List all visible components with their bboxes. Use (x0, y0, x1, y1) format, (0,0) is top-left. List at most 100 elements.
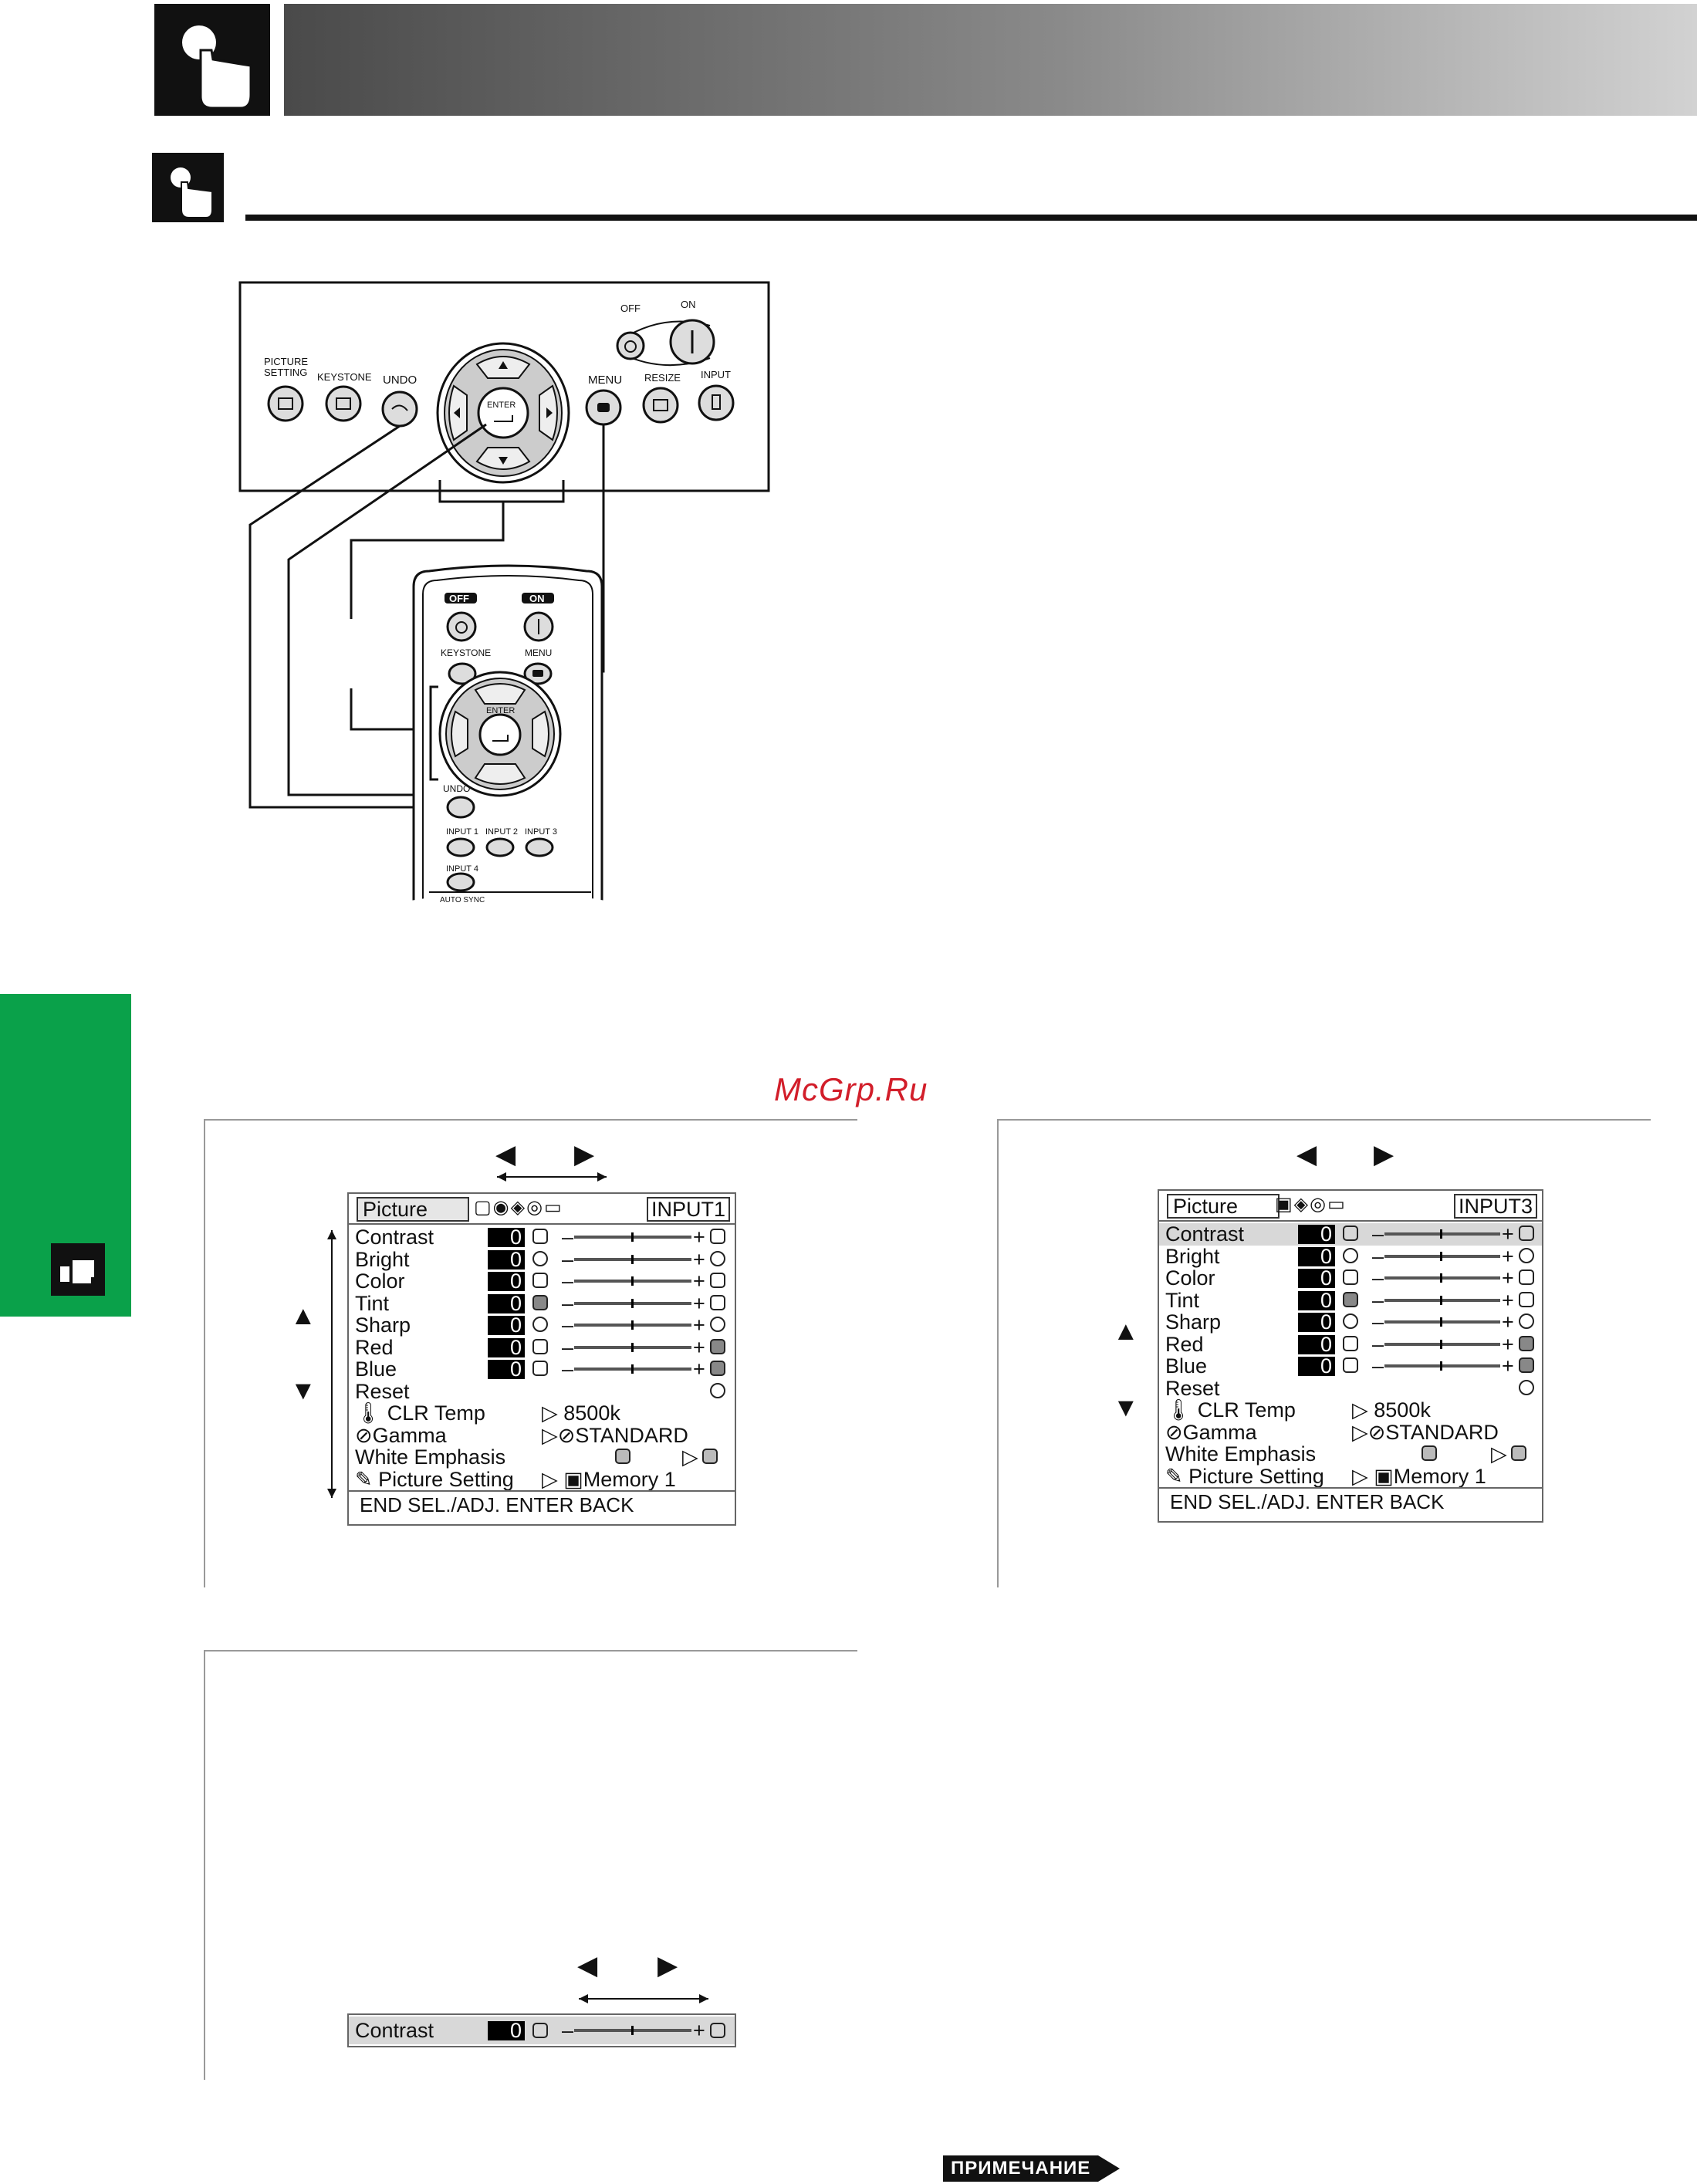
figure-frame-2 (997, 1119, 1651, 1587)
menu-button[interactable] (585, 389, 622, 426)
menu-row-white-emphasis[interactable]: White Emphasis▷ (349, 1446, 735, 1469)
remote-menu-button[interactable] (523, 662, 553, 685)
remote-label-keystone: KEYSTONE (441, 647, 492, 658)
remote-off-button[interactable] (446, 611, 477, 642)
menu-row-reset[interactable]: Reset (349, 1380, 735, 1403)
side-tab (0, 994, 131, 1317)
thermometer-icon: 🌡 (1165, 1398, 1192, 1422)
remote-on-button[interactable] (523, 611, 554, 642)
right-arrow-3: ▶ (658, 1951, 678, 1980)
remote-label-input3: INPUT 3 (525, 827, 557, 837)
remote-input2-button[interactable] (485, 837, 515, 857)
dpad-down-button[interactable] (475, 447, 531, 470)
on-button[interactable] (669, 319, 715, 365)
menu-row-clr-temp[interactable]: 🌡 CLR Temp▷ 8500k (355, 1401, 620, 1425)
dpad-up-button[interactable] (475, 356, 531, 379)
menu-footer: END SEL./ADJ. ENTER BACK (1159, 1487, 1542, 1515)
horizontal-double-arrow-3 (579, 1994, 708, 2003)
remote-label-on: ON (529, 593, 545, 604)
remote-dpad[interactable] (451, 683, 549, 785)
remote-input1-button[interactable] (446, 837, 475, 857)
memory-icon: ▣ (563, 1467, 583, 1491)
note-label: ПРИМЕЧАНИЕ (943, 2155, 1121, 2182)
menu-tab-icons[interactable]: ▢◉◈◎▭ (474, 1197, 563, 1218)
vertical-double-arrow-1 (327, 1230, 336, 1498)
remote-label-input4: INPUT 4 (446, 864, 478, 874)
remote-label-input2: INPUT 2 (485, 827, 518, 837)
thermometer-icon: 🌡 (355, 1401, 382, 1425)
label-resize: RESIZE (644, 372, 681, 384)
watermark: McGrp.Ru (774, 1071, 928, 1107)
gamma-icon: ⊘ (1165, 1420, 1183, 1444)
label-on: ON (681, 299, 696, 310)
keystone-button[interactable] (325, 385, 362, 422)
note-arrow-icon (1098, 2155, 1121, 2182)
down-arrow-1: ▼ (290, 1376, 316, 1405)
resize-button[interactable] (642, 387, 679, 424)
menu-row-clr-temp[interactable]: 🌡 CLR Temp▷ 8500k (1165, 1398, 1431, 1422)
dpad-right-button[interactable] (539, 384, 558, 441)
side-tab-hand-icon (51, 1243, 105, 1296)
menu-row-gamma[interactable]: ⊘Gamma▷⊘STANDARD (1165, 1420, 1499, 1444)
menu-tab-row: Picture ▣◈◎▭ INPUT3 (1159, 1191, 1542, 1222)
gamma-icon: ⊘ (355, 1423, 373, 1447)
label-enter: ENTER (487, 401, 516, 410)
menu-row-picture-setting[interactable]: ✎ Picture Setting▷ ▣Memory 1 (355, 1467, 676, 1491)
menu-row-picture-setting[interactable]: ✎ Picture Setting▷ ▣Memory 1 (1165, 1464, 1486, 1488)
label-input: INPUT (701, 369, 731, 380)
picture-setting-button[interactable] (267, 385, 304, 422)
up-arrow-2: ▲ (1113, 1317, 1139, 1346)
right-arrow-2: ▶ (1374, 1140, 1394, 1169)
figure-frame-3 (204, 1650, 857, 2080)
remote-label-auto-sync: AUTO SYNC (440, 896, 485, 904)
picture-tab[interactable]: Picture (357, 1197, 469, 1222)
memory-icon: ▣ (1374, 1464, 1394, 1488)
section-hand-icon (152, 153, 224, 222)
remote-input4-button[interactable] (446, 872, 475, 892)
enter-button[interactable] (477, 387, 529, 439)
menu-row-gamma[interactable]: ⊘Gamma▷⊘STANDARD (355, 1423, 688, 1447)
menu-tab-row: Picture ▢◉◈◎▭ INPUT1 (349, 1194, 735, 1225)
off-button[interactable] (616, 331, 645, 360)
figure-frame-1 (204, 1119, 857, 1587)
menu-footer: END SEL./ADJ. ENTER BACK (349, 1490, 735, 1518)
menu-row-reset[interactable]: Reset (1159, 1377, 1542, 1400)
menu-row-white-emphasis[interactable]: White Emphasis▷ (1159, 1443, 1542, 1466)
remote-keystone-button[interactable] (448, 662, 477, 685)
up-arrow-1: ▲ (290, 1301, 316, 1330)
remote-input3-button[interactable] (525, 837, 554, 857)
down-arrow-2: ▼ (1113, 1393, 1139, 1422)
remote-enter-button[interactable] (478, 713, 522, 756)
contrast-adjust-bar: Contrast 0 – + (347, 2013, 736, 2047)
horizontal-double-arrow-1 (497, 1172, 607, 1182)
picture-tab[interactable]: Picture (1167, 1194, 1280, 1219)
input-button[interactable] (698, 384, 735, 421)
remote-undo-button[interactable] (446, 796, 475, 819)
label-keystone: KEYSTONE (317, 371, 372, 383)
dpad-left-button[interactable] (448, 384, 468, 441)
remote-label-off: OFF (449, 593, 469, 604)
menu-row-contrast[interactable]: Contrast 0 – + (349, 2017, 735, 2044)
label-off: OFF (620, 303, 641, 314)
undo-button[interactable] (381, 390, 418, 428)
menu-tab-icons[interactable]: ▣◈◎▭ (1275, 1194, 1347, 1215)
remote-label-enter: ENTER (486, 706, 516, 715)
remote-label-undo: UNDO (443, 783, 471, 794)
input-indicator: INPUT1 (646, 1197, 730, 1222)
label-menu: MENU (588, 374, 623, 387)
